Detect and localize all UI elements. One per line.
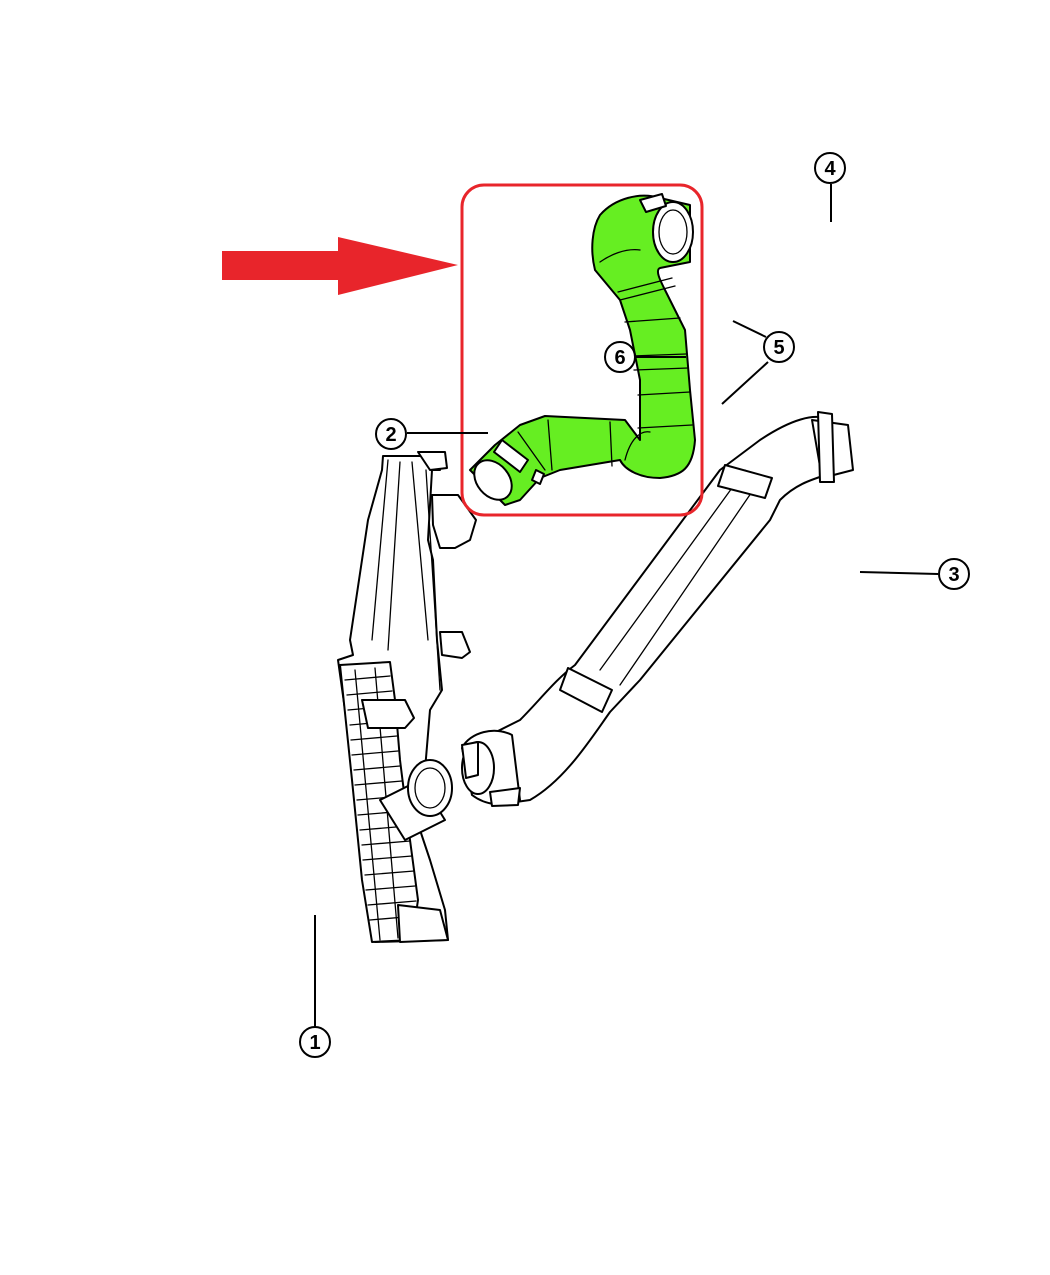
- pointer-arrow: [222, 237, 458, 295]
- leader-lines: [314, 184, 939, 1027]
- callout-2-label: 2: [385, 424, 396, 446]
- callout-2: 2: [375, 418, 407, 450]
- callout-1: 1: [299, 1026, 331, 1058]
- callout-3: 3: [938, 558, 970, 590]
- highlight-frame: [460, 183, 704, 517]
- callout-5: 5: [763, 331, 795, 363]
- intercooler: [337, 451, 477, 943]
- charge-air-duct: [461, 411, 854, 807]
- callout-5-label: 5: [773, 337, 784, 359]
- callout-6-label: 6: [614, 347, 625, 369]
- highlighted-hose: [469, 193, 696, 506]
- callout-3-label: 3: [948, 564, 959, 586]
- callout-4-label: 4: [824, 158, 836, 180]
- hose-body: [469, 194, 696, 506]
- callout-1-label: 1: [309, 1032, 320, 1054]
- callout-4: 4: [814, 152, 846, 184]
- callout-6: 6: [604, 341, 636, 373]
